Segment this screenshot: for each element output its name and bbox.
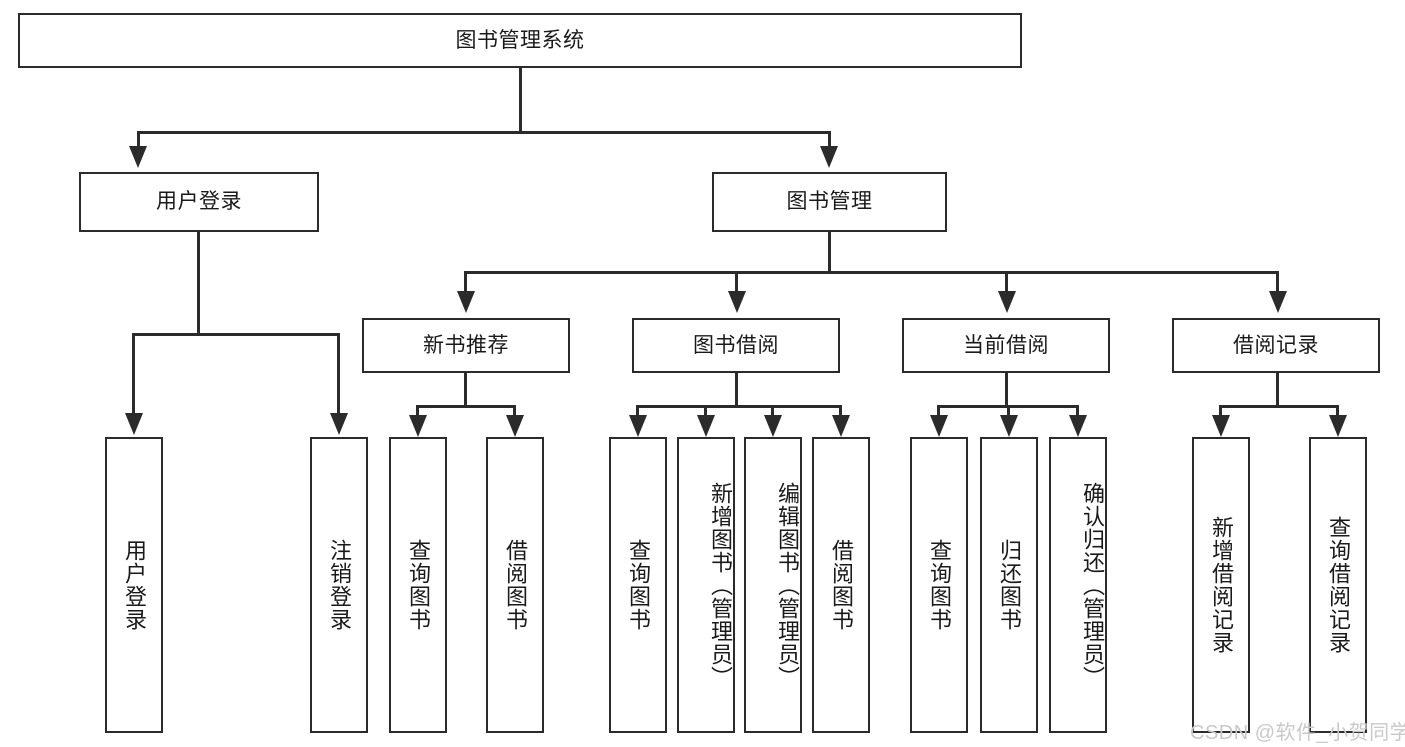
node-label: 图书管理系统 [455,28,585,52]
connector-login-bar [132,333,340,336]
arrowhead-root-to-login [129,146,147,168]
node-label: 用户登录 [121,539,147,631]
connector-bookmgmt-to-c3 [1005,271,1008,293]
leaf-borrow-query-book[interactable]: 查询图书 [609,437,667,733]
node-label: 图书借阅 [693,333,779,357]
arrowhead-login-to-leaf-2 [330,413,348,435]
connector-bookmgmt-bar [464,271,1279,274]
node-label: 编辑图书（管理员） [775,481,800,689]
node-label: 用户登录 [156,190,242,214]
connector-current-to-leaf-1 [937,405,940,418]
connector-root-to-bookmgmt [828,131,831,148]
leaf-current-confirm-return-admin[interactable]: 确认归还（管理员） [1049,437,1107,733]
arrowhead-borrow-to-leaf-2 [697,415,715,437]
leaf-recommend-query-book[interactable]: 查询图书 [389,437,447,733]
node-label: 新增图书（管理员） [708,481,733,689]
connector-borrow-stem [735,373,738,408]
connector-bookmgmt-to-c1 [464,271,467,293]
node-user-login[interactable]: 用户登录 [79,172,319,232]
leaf-record-add-borrow-record[interactable]: 新增借阅记录 [1192,437,1250,733]
node-label: 图书管理 [786,190,873,214]
node-label: 新增借阅记录 [1208,516,1234,654]
connector-root-bar [137,131,831,134]
connector-borrow-bar [636,405,840,408]
connector-current-to-leaf-2 [1007,405,1010,418]
leaf-record-query-borrow-record[interactable]: 查询借阅记录 [1309,437,1367,733]
arrowhead-bookmgmt-to-c4 [1269,291,1287,313]
connector-record-to-leaf-1 [1219,405,1222,418]
arrowhead-bookmgmt-to-c1 [457,291,475,313]
node-label: 借阅图书 [502,539,528,631]
connector-borrow-to-leaf-3 [771,405,774,418]
connector-record-bar [1219,405,1339,408]
node-label: 新书推荐 [423,333,509,357]
arrowhead-recommend-to-leaf-1 [409,415,427,437]
connector-root-to-login [137,131,140,148]
arrowhead-bookmgmt-to-c3 [998,291,1016,313]
connector-recommend-bar [416,405,516,408]
leaf-user-login-login[interactable]: 用户登录 [105,437,163,733]
node-label: 查询图书 [625,539,651,631]
node-label: 注销登录 [326,539,352,631]
node-new-book-recommend[interactable]: 新书推荐 [362,318,570,373]
arrowhead-borrow-to-leaf-1 [629,415,647,437]
node-label: 借阅图书 [828,539,854,631]
arrowhead-recommend-to-leaf-2 [506,415,524,437]
arrowhead-record-to-leaf-1 [1212,415,1230,437]
arrowhead-bookmgmt-to-c2 [728,291,746,313]
connector-bookmgmt-to-c2 [735,271,738,293]
leaf-borrow-add-book-admin[interactable]: 新增图书（管理员） [677,437,735,733]
node-label: 查询借阅记录 [1325,516,1351,654]
node-borrow-record[interactable]: 借阅记录 [1172,318,1380,373]
node-label: 当前借阅 [963,333,1049,357]
node-root-system[interactable]: 图书管理系统 [18,13,1022,68]
node-label: 归还图书 [996,539,1022,631]
node-book-management[interactable]: 图书管理 [712,172,947,232]
node-label: 查询图书 [926,539,952,631]
leaf-user-login-logout[interactable]: 注销登录 [310,437,368,733]
connector-borrow-to-leaf-4 [839,405,842,418]
leaf-current-return-book[interactable]: 归还图书 [980,437,1038,733]
arrowhead-login-to-leaf-1 [125,413,143,435]
arrowhead-root-to-bookmgmt [820,146,838,168]
connector-current-to-leaf-3 [1076,405,1079,418]
connector-login-to-leaf-2 [337,333,340,415]
connector-recommend-to-leaf-1 [416,405,419,418]
node-label: 查询图书 [405,539,431,631]
connector-current-stem [1005,373,1008,408]
connector-root-stem [519,68,522,133]
leaf-current-query-book[interactable]: 查询图书 [910,437,968,733]
connector-borrow-to-leaf-2 [704,405,707,418]
connector-bookmgmt-stem [828,232,831,274]
connector-borrow-to-leaf-1 [636,405,639,418]
leaf-borrow-edit-book-admin[interactable]: 编辑图书（管理员） [744,437,802,733]
connector-recommend-stem [464,373,467,408]
node-book-borrow[interactable]: 图书借阅 [632,318,840,373]
arrowhead-current-to-leaf-2 [1000,415,1018,437]
node-label: 确认归还（管理员） [1080,481,1105,689]
connector-login-stem [197,232,200,336]
leaf-borrow-borrow-book[interactable]: 借阅图书 [812,437,870,733]
connector-bookmgmt-to-c4 [1276,271,1279,293]
arrowhead-borrow-to-leaf-3 [764,415,782,437]
arrowhead-current-to-leaf-1 [930,415,948,437]
node-label: 借阅记录 [1233,333,1319,357]
arrowhead-current-to-leaf-3 [1069,415,1087,437]
leaf-recommend-borrow-book[interactable]: 借阅图书 [486,437,544,733]
node-current-borrow[interactable]: 当前借阅 [902,318,1110,373]
connector-recommend-to-leaf-2 [513,405,516,418]
connector-record-stem [1276,373,1279,408]
arrowhead-record-to-leaf-2 [1329,415,1347,437]
arrowhead-borrow-to-leaf-4 [832,415,850,437]
connector-login-to-leaf-1 [132,333,135,415]
connector-record-to-leaf-2 [1336,405,1339,418]
